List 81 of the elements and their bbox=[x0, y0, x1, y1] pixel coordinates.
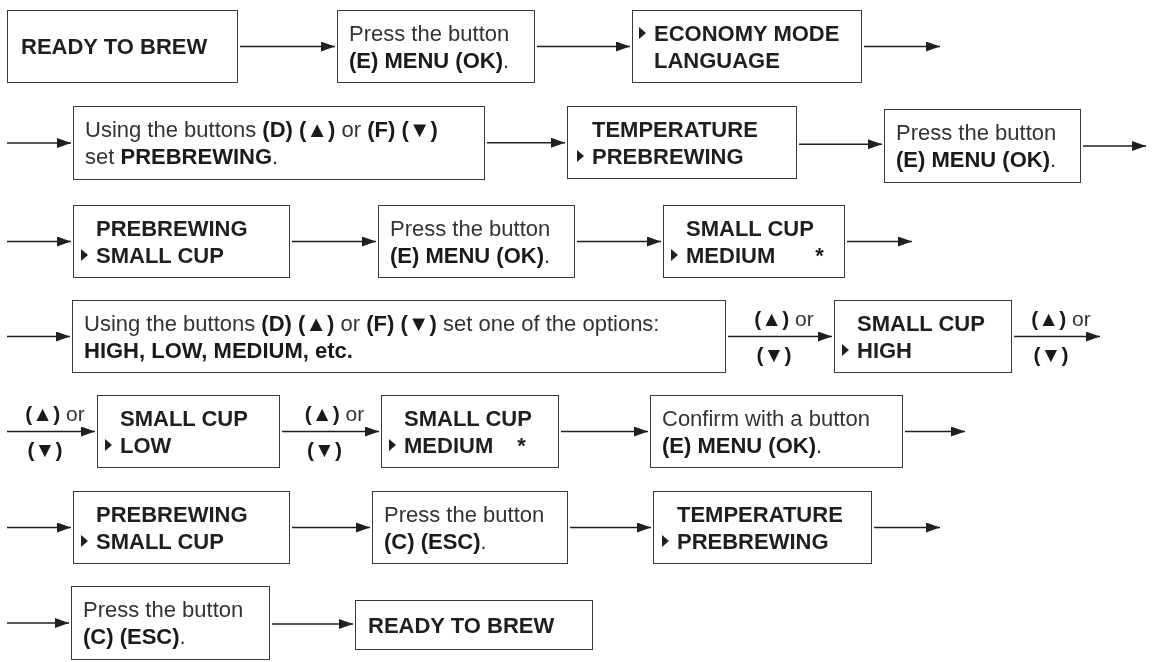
display-text: PREBREWING bbox=[96, 214, 248, 242]
display-text: LANGUAGE bbox=[654, 46, 780, 74]
instruction-box bbox=[337, 10, 535, 83]
arrow bbox=[569, 522, 652, 533]
arrow bbox=[863, 41, 941, 52]
instruction-text: Using the buttons (D) (▲) or (F) (▼) set PREBREWING. bbox=[85, 116, 439, 170]
display-text: PREBREWING bbox=[96, 500, 248, 528]
display-screen-box bbox=[567, 106, 797, 179]
arrow bbox=[1013, 331, 1101, 342]
arrow bbox=[536, 41, 631, 52]
display-text: * bbox=[815, 241, 824, 269]
display-text: SMALL CUP bbox=[120, 404, 248, 432]
display-text: SMALL CUP bbox=[96, 527, 224, 555]
arrow bbox=[1082, 141, 1147, 151]
arrow bbox=[846, 236, 913, 247]
arrow bbox=[291, 236, 377, 247]
display-text: MEDIUM bbox=[686, 241, 776, 269]
instruction-text: Press the button (C) (ESC). bbox=[83, 596, 245, 650]
display-screen-box bbox=[834, 300, 1012, 373]
arrow bbox=[6, 618, 70, 628]
arrow bbox=[6, 331, 71, 342]
arrow-label: (▲) or bbox=[304, 401, 365, 426]
display-screen-box bbox=[355, 600, 593, 650]
display-screen-box bbox=[7, 10, 238, 83]
arrow-label: (▼) bbox=[1033, 342, 1069, 367]
instruction-box bbox=[71, 586, 270, 660]
arrow bbox=[6, 426, 96, 437]
arrow bbox=[281, 426, 380, 437]
instruction-text: Press the button (C) (ESC). bbox=[384, 500, 546, 555]
arrow bbox=[291, 522, 371, 533]
arrow bbox=[6, 138, 72, 148]
display-screen-box bbox=[73, 491, 290, 564]
arrow-label: (▼) bbox=[307, 437, 342, 462]
display-text: SMALL CUP bbox=[96, 241, 224, 269]
arrow-label: (▲) or bbox=[25, 401, 85, 426]
arrow bbox=[560, 426, 649, 437]
display-text: SMALL CUP bbox=[857, 309, 985, 337]
instruction-text: Confirm with a button (E) MENU (OK). bbox=[662, 404, 871, 459]
arrow-label: (▲) or bbox=[754, 306, 814, 331]
instruction-box bbox=[650, 395, 903, 468]
display-text: * bbox=[517, 431, 526, 459]
instruction-text: Using the buttons (D) (▲) or (F) (▼) set one of the options: HIGH, LOW, MEDIUM, etc. bbox=[84, 309, 661, 364]
arrow bbox=[6, 522, 72, 533]
instruction-box bbox=[73, 106, 485, 180]
display-text: LOW bbox=[120, 431, 172, 459]
arrow bbox=[904, 426, 966, 437]
instruction-text: Press the button (E) MENU (OK). bbox=[896, 119, 1058, 173]
instruction-box bbox=[372, 491, 568, 564]
display-text: READY TO BREW bbox=[21, 33, 208, 60]
arrow-label: (▼) bbox=[27, 437, 63, 462]
instruction-box bbox=[378, 205, 575, 278]
arrow-label: (▲) or bbox=[1031, 306, 1091, 331]
arrow bbox=[271, 619, 354, 629]
display-screen-box bbox=[663, 205, 845, 278]
arrow bbox=[727, 331, 833, 342]
arrow bbox=[576, 236, 662, 247]
display-text: PREBREWING bbox=[677, 527, 829, 555]
display-screen-box bbox=[632, 10, 862, 83]
display-text: TEMPERATURE bbox=[592, 115, 758, 143]
arrow bbox=[239, 41, 336, 52]
display-text: MEDIUM bbox=[404, 431, 494, 459]
display-screen-box bbox=[653, 491, 872, 564]
instruction-box bbox=[884, 109, 1081, 183]
display-text: TEMPERATURE bbox=[677, 500, 843, 528]
display-screen-box bbox=[73, 205, 290, 278]
arrow bbox=[798, 139, 883, 150]
display-screen-box bbox=[381, 395, 559, 468]
display-text: HIGH bbox=[857, 336, 912, 364]
display-text: PREBREWING bbox=[592, 142, 744, 170]
arrow-label: (▼) bbox=[756, 342, 792, 367]
display-text: ECONOMY MODE bbox=[654, 19, 840, 47]
instruction-text: Press the button (E) MENU (OK). bbox=[349, 19, 511, 74]
display-screen-box bbox=[97, 395, 280, 468]
arrow bbox=[486, 137, 566, 148]
display-text: READY TO BREW bbox=[368, 611, 555, 639]
display-text: SMALL CUP bbox=[686, 214, 814, 242]
instruction-text: Press the button (E) MENU (OK). bbox=[390, 214, 552, 269]
arrow bbox=[873, 522, 941, 533]
arrow bbox=[6, 236, 72, 247]
instruction-box bbox=[72, 300, 726, 373]
display-text: SMALL CUP bbox=[404, 404, 532, 432]
